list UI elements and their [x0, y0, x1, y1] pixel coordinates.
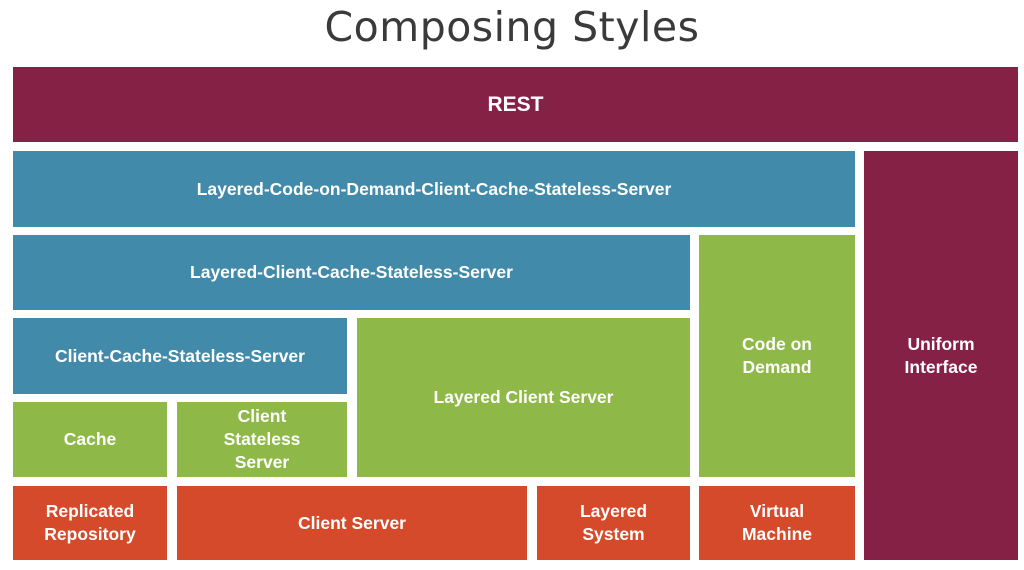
client-stateless-server-box: Client Stateless Server — [177, 402, 347, 477]
layered-system-box: Layered System — [537, 486, 690, 560]
client-cache-stateless-server-box: Client-Cache-Stateless-Server — [13, 318, 347, 394]
replicated-repository-box: Replicated Repository — [13, 486, 167, 560]
layered-client-server-box: Layered Client Server — [357, 318, 690, 477]
rest-box: REST — [13, 67, 1018, 142]
layered-client-cache-stateless-server-box: Layered-Client-Cache-Stateless-Server — [13, 235, 690, 310]
layered-code-on-demand-client-cache-stateless-server-box: Layered-Code-on-Demand-Client-Cache-Stat… — [13, 151, 855, 227]
slide-title: Composing Styles — [324, 3, 700, 51]
virtual-machine-box: Virtual Machine — [699, 486, 855, 560]
code-on-demand-box: Code on Demand — [699, 235, 855, 477]
cache-box: Cache — [13, 402, 167, 477]
uniform-interface-box: Uniform Interface — [864, 151, 1018, 560]
client-server-box: Client Server — [177, 486, 527, 560]
